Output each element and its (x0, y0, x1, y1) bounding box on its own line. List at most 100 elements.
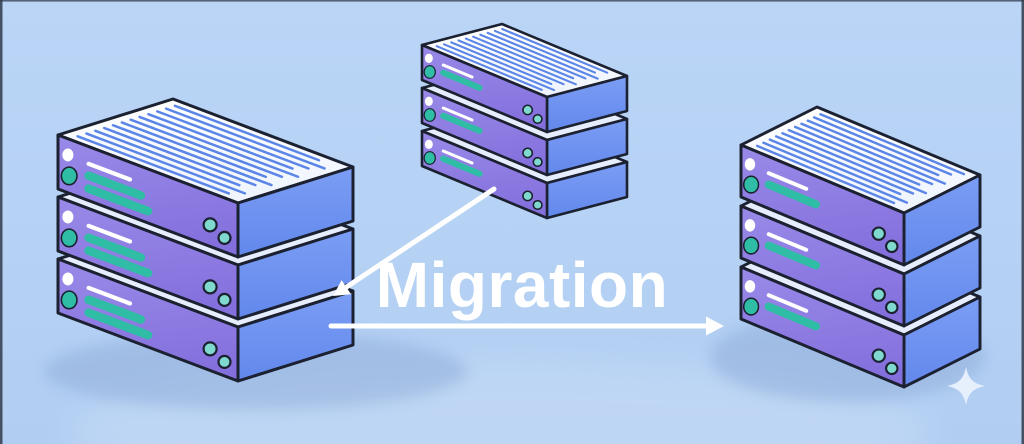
server-front-panel (56, 257, 240, 383)
sparkle-icon (947, 367, 985, 405)
power-button (423, 151, 436, 165)
server-front-panel (56, 195, 240, 321)
vent-line (156, 110, 310, 170)
vent-line (486, 31, 599, 80)
label-stripe-teal (440, 155, 483, 177)
port-light (871, 287, 886, 302)
server-front-panel (739, 265, 906, 389)
indicator-light (744, 158, 756, 171)
top-edge-border (0, 0, 1024, 2)
power-button (60, 290, 78, 310)
vent-line (457, 39, 565, 86)
vent-line (793, 125, 934, 186)
vent-line (479, 33, 587, 80)
server-stack-target-left (56, 97, 355, 383)
vent-line (111, 123, 273, 187)
vent-line (85, 132, 247, 195)
vent-line (435, 45, 543, 91)
indicator-light (62, 210, 74, 224)
server-front-panel (56, 133, 240, 259)
indicator-light (744, 219, 756, 232)
vent-line (768, 138, 902, 196)
port-light (885, 239, 899, 254)
vent-line (501, 27, 609, 74)
label-stripe-teal-2 (84, 184, 153, 216)
label-stripe-white (86, 161, 133, 182)
vent-line (164, 107, 326, 170)
label-stripe-white (766, 293, 809, 313)
label-stripe-white (441, 63, 474, 79)
label-stripe-white (441, 149, 474, 165)
label-stripe-teal (440, 69, 483, 91)
label-stripe-teal-2 (84, 246, 153, 278)
vent-line (762, 141, 909, 204)
vent-line (138, 115, 300, 179)
port-light (202, 279, 218, 295)
vent-line (76, 135, 231, 195)
label-stripe-teal-2 (84, 308, 153, 340)
vent-line (94, 129, 241, 187)
left-edge-border (0, 0, 3, 444)
power-button (742, 297, 760, 316)
arrow-head (333, 280, 351, 296)
label-stripe-teal (764, 180, 821, 209)
server-front-panel (420, 86, 549, 177)
label-stripe-white (86, 285, 133, 306)
server-unit-source-1 (420, 22, 629, 134)
port-light (885, 361, 899, 376)
vent-line (787, 128, 921, 186)
migration-label: Migration (376, 249, 668, 321)
vent-line (472, 35, 575, 80)
indicator-light (744, 280, 756, 293)
port-light (871, 348, 886, 363)
port-light (202, 217, 218, 233)
label-stripe-teal (764, 302, 821, 331)
port-light (885, 300, 899, 315)
port-light (202, 341, 218, 357)
vent-line (800, 122, 947, 185)
label-stripe-teal (440, 112, 483, 134)
indicator-light (62, 148, 74, 162)
indicator-light (62, 272, 74, 286)
arrow-shaft (338, 186, 497, 294)
vent-line (812, 116, 953, 176)
label-stripe-teal (764, 241, 821, 270)
server-stack-target-right (739, 105, 982, 389)
indicator-light (424, 53, 433, 64)
port-light (217, 354, 232, 369)
server-unit-left-1 (56, 97, 355, 259)
label-stripe-white (441, 106, 474, 122)
power-button (742, 175, 760, 194)
port-light (532, 113, 543, 125)
vent-line (806, 119, 940, 177)
power-button (423, 108, 436, 122)
server-unit-right-1 (739, 105, 982, 267)
port-light (532, 156, 543, 168)
label-stripe-teal (84, 295, 146, 324)
port-light (522, 147, 534, 159)
label-stripe-white (86, 223, 133, 244)
server-front-panel (739, 143, 906, 267)
vent-line (493, 29, 597, 74)
arrow-source-to-left (333, 186, 497, 296)
power-button (423, 65, 436, 79)
server-stack-source (420, 22, 629, 220)
port-light (522, 190, 534, 202)
label-stripe-white (766, 232, 809, 252)
vent-line (102, 126, 257, 187)
right-edge-border (1021, 0, 1024, 444)
vent-line (755, 144, 896, 205)
port-light (217, 230, 232, 245)
power-button (60, 228, 78, 248)
power-button (742, 236, 760, 255)
label-stripe-teal (84, 171, 146, 200)
server-front-panel (420, 129, 549, 220)
arrow-left-to-right (328, 316, 724, 336)
port-light (871, 226, 886, 241)
server-front-panel (420, 43, 549, 134)
vent-line (450, 41, 553, 86)
port-light (532, 199, 543, 211)
vent-line (781, 132, 928, 195)
